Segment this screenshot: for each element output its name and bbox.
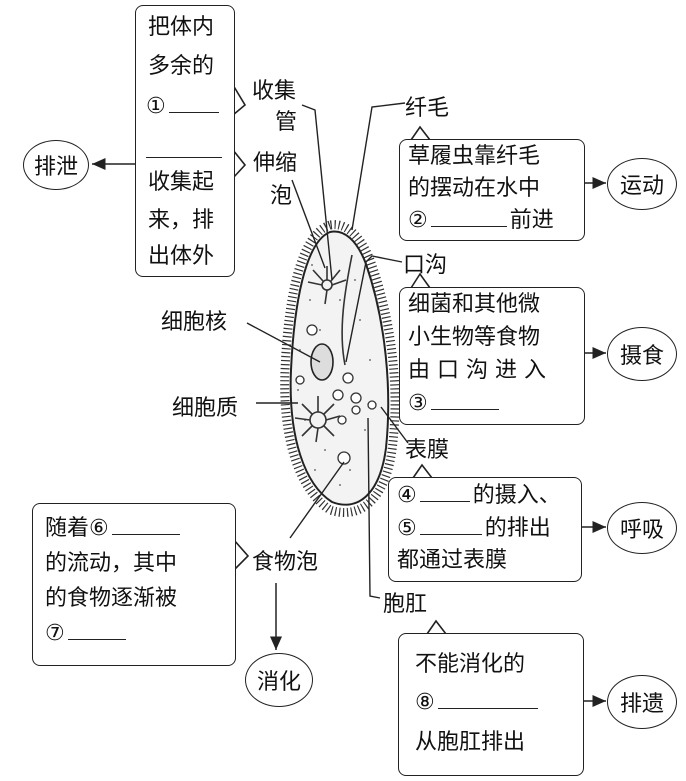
- box-respiration-text-2: 的排出: [484, 516, 551, 541]
- marker-3: ③: [408, 391, 428, 416]
- node-digestion: 消化: [245, 653, 313, 707]
- node-feeding: 摄食: [607, 327, 677, 381]
- label-food-vacuole: 食物泡: [252, 550, 319, 575]
- box-movement-tail: 前进: [509, 208, 554, 233]
- marker-2: ②: [408, 208, 428, 233]
- box-respiration-line-2: ⑤ 的排出: [397, 512, 551, 545]
- label-contractile-vacuole-2: 泡: [270, 184, 293, 209]
- label-contractile-vacuole-1: 伸缩: [253, 151, 298, 176]
- blank-7: [67, 617, 126, 640]
- box-feeding: 细菌和其他微 小生物等食物 由 口 沟 进 入 ③: [399, 287, 585, 425]
- node-respiration-label: 呼吸: [619, 518, 664, 543]
- paramecium-illustration: [280, 220, 400, 517]
- node-excretion: 排泄: [23, 140, 89, 190]
- blank-8: [437, 686, 538, 709]
- node-feeding-label: 摄食: [619, 344, 664, 369]
- box-egestion: 不能消化的 ⑧ 从胞肛排出: [398, 633, 584, 776]
- box-movement: 草履虫靠纤毛 的摆动在水中 ② 前进: [399, 139, 585, 241]
- node-excretion-label: 排泄: [33, 155, 78, 180]
- node-movement: 运动: [607, 158, 677, 210]
- marker-6: 随着⑥: [45, 516, 109, 541]
- label-nucleus: 细胞核: [161, 310, 228, 335]
- box-feeding-line-2: 小生物等食物: [408, 325, 541, 350]
- box-digestion-line-3: 的食物逐渐被: [45, 586, 178, 611]
- box-respiration-text-1: 的摄入、: [472, 483, 561, 508]
- blank-3: [430, 387, 499, 410]
- node-movement-label: 运动: [619, 174, 664, 199]
- node-respiration: 呼吸: [607, 502, 677, 554]
- box-excretion-line-5: 来，排: [148, 208, 215, 233]
- node-egestion: 排遗: [607, 675, 677, 729]
- box-movement-line-2: 的摆动在水中: [408, 176, 541, 201]
- label-collecting-canal-1: 收集: [252, 79, 297, 104]
- box-respiration: ④ 的摄入、 ⑤ 的排出 都通过表膜: [388, 477, 582, 582]
- marker-1: ①: [146, 94, 166, 119]
- box-digestion-line-1: 随着⑥: [45, 512, 183, 545]
- label-anal-pore: 胞肛: [383, 592, 428, 617]
- box-digestion: 随着⑥ 的流动，其中 的食物逐渐被 ⑦: [32, 503, 236, 666]
- box-feeding-line-1: 细菌和其他微: [408, 292, 541, 317]
- marker-4: ④: [397, 483, 417, 508]
- node-egestion-label: 排遗: [619, 692, 664, 717]
- label-cilia: 纤毛: [405, 96, 450, 121]
- marker-5: ⑤: [397, 516, 417, 541]
- label-cytoplasm: 细胞质: [172, 396, 239, 421]
- box-egestion-line-3: 从胞肛排出: [415, 730, 526, 755]
- blank-6: [111, 512, 180, 535]
- box-movement-line-3: ② 前进: [408, 204, 554, 237]
- box-excretion-line-6: 出体外: [148, 244, 215, 269]
- box-excretion-line-3: ①: [146, 90, 222, 123]
- node-digestion-label: 消化: [256, 670, 301, 695]
- box-respiration-line-3: 都通过表膜: [397, 548, 508, 573]
- box-egestion-line-2: ⑧: [415, 686, 541, 719]
- box-respiration-line-1: ④ 的摄入、: [397, 479, 561, 512]
- label-pellicle: 表膜: [405, 438, 450, 463]
- box-digestion-line-2: 的流动，其中: [45, 551, 178, 576]
- label-collecting-canal-2: 管: [275, 110, 298, 135]
- box-feeding-line-4: ③: [408, 387, 502, 420]
- box-excretion-line-1: 把体内: [148, 15, 215, 40]
- blank-4: [419, 479, 470, 502]
- blank-5: [419, 512, 482, 535]
- box-feeding-line-3: 由 口 沟 进 入: [408, 358, 546, 383]
- box-movement-line-1: 草履虫靠纤毛: [408, 144, 541, 169]
- marker-7: ⑦: [45, 621, 65, 646]
- box-excretion-line-2: 多余的: [148, 54, 215, 79]
- box-excretion-line-4: 收集起: [148, 170, 215, 195]
- box-digestion-line-4: ⑦: [45, 617, 129, 650]
- box-excretion: 把体内 多余的 ① 收集起 来，排 出体外: [135, 5, 235, 277]
- blank-2: [430, 204, 507, 227]
- marker-8: ⑧: [415, 690, 435, 715]
- label-oral-groove: 口沟: [403, 253, 448, 278]
- blank-1: [168, 90, 219, 113]
- box-egestion-line-1: 不能消化的: [415, 652, 526, 677]
- blank-1-continued: [146, 157, 222, 158]
